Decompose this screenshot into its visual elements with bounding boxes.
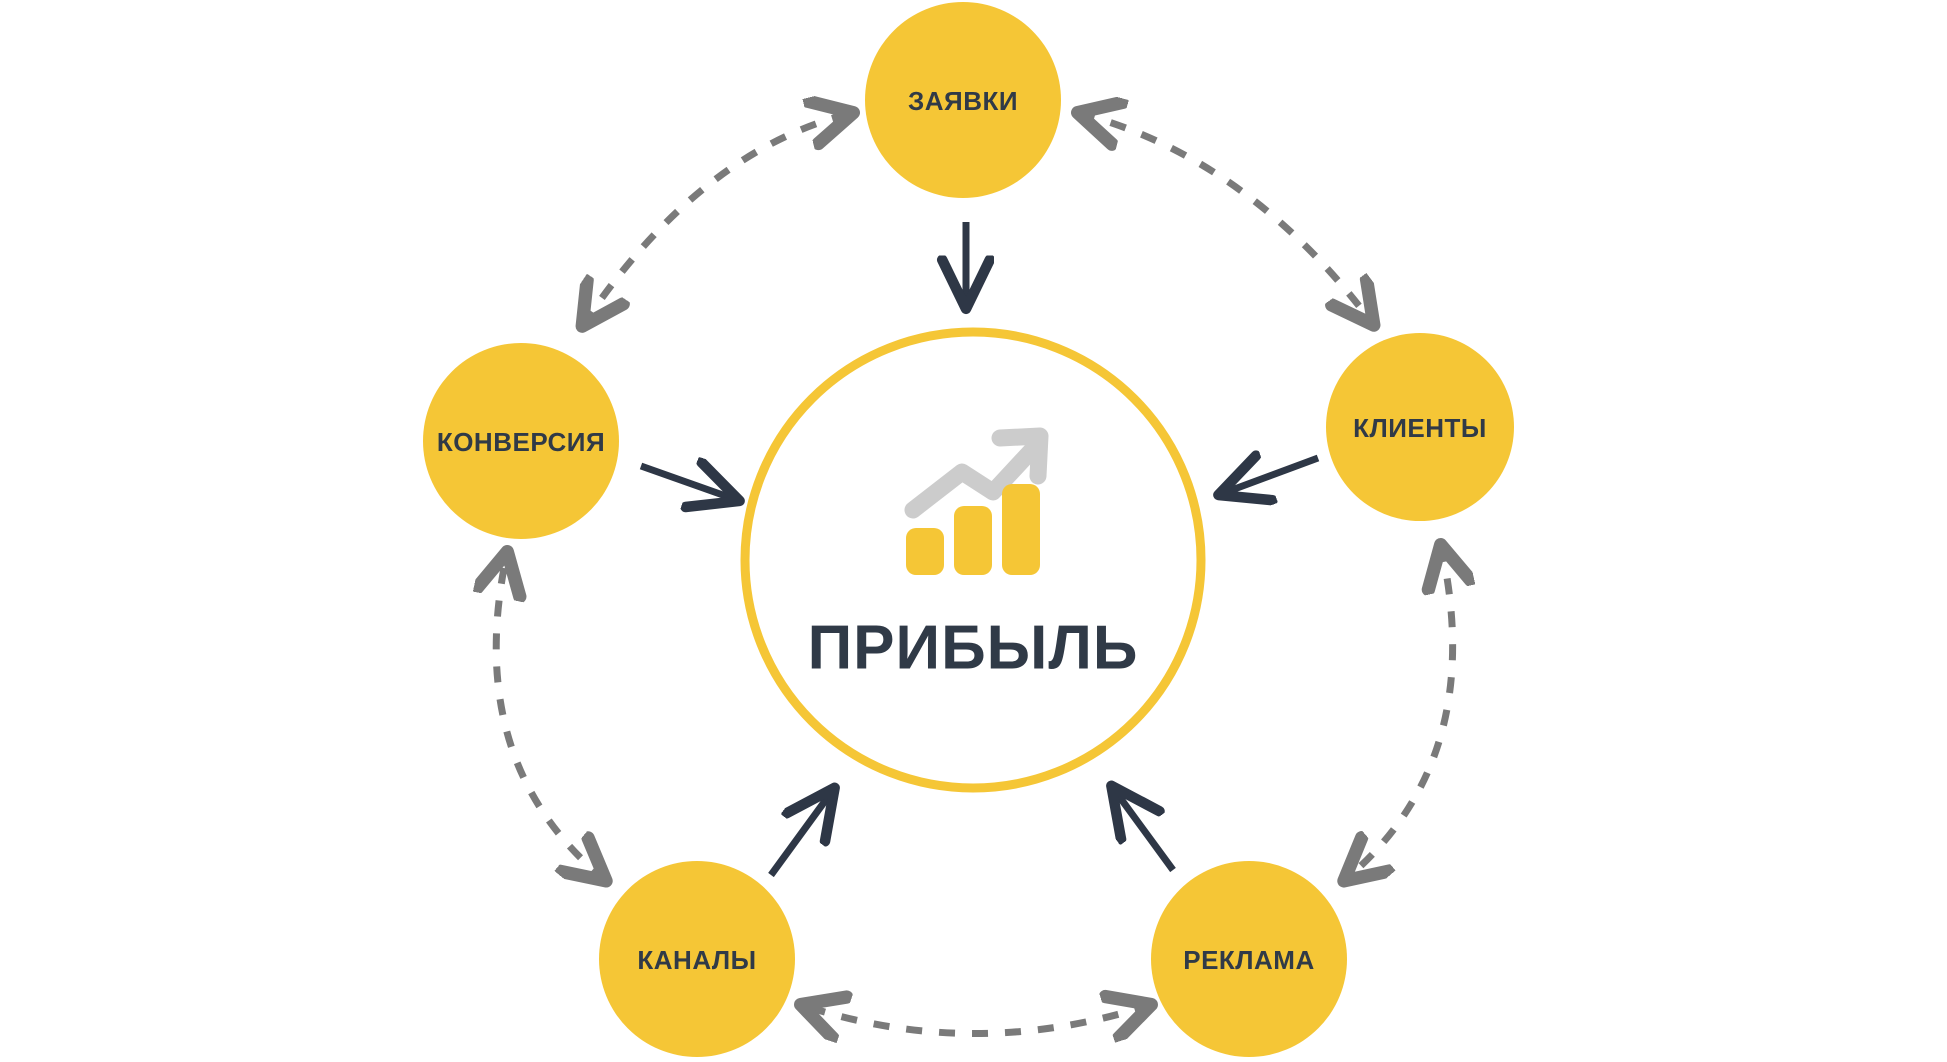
node-circle-klienty	[1326, 333, 1514, 521]
node-reklama[interactable]: РЕКЛАМА	[1151, 861, 1347, 1057]
dashed-edge-klienty-reklama	[1345, 546, 1453, 880]
node-zayavki[interactable]: ЗАЯВКИ	[865, 2, 1061, 198]
node-label-reklama: РЕКЛАМА	[1183, 945, 1315, 975]
node-label-klienty: КЛИЕНТЫ	[1353, 413, 1487, 443]
node-label-konversiya: КОНВЕРСИЯ	[437, 427, 605, 457]
center-label: ПРИБЫЛЬ	[808, 614, 1139, 683]
solid-arrow-konversiya-to-center	[639, 466, 737, 500]
dashed-edge-layer	[496, 113, 1452, 1034]
solid-arrow-reklama-to-center	[1113, 788, 1176, 873]
dashed-edge-zayavki-klienty	[1079, 113, 1373, 324]
node-circle-zayavki	[865, 2, 1061, 198]
node-klienty[interactable]: КЛИЕНТЫ	[1326, 333, 1514, 521]
node-circle-konversiya	[423, 343, 619, 539]
node-kanaly[interactable]: КАНАЛЫ	[599, 861, 795, 1057]
center-node[interactable]: ПРИБЫЛЬ	[740, 327, 1206, 793]
node-label-kanaly: КАНАЛЫ	[637, 945, 756, 975]
node-konversiya[interactable]: КОНВЕРСИЯ	[423, 343, 619, 539]
node-circle-kanaly	[599, 861, 795, 1057]
growth-bar-chart-icon	[904, 427, 1049, 575]
solid-arrow-klienty-to-center	[1221, 458, 1320, 494]
solid-arrow-kanaly-to-center	[768, 790, 833, 878]
dashed-edge-reklama-kanaly	[802, 1005, 1150, 1034]
dashed-edge-kanaly-konversiya	[496, 553, 605, 880]
solid-edge-layer	[639, 222, 1320, 878]
node-circle-reklama	[1151, 861, 1347, 1057]
dashed-edge-konversiya-zayavki	[583, 113, 852, 325]
node-label-zayavki: ЗАЯВКИ	[908, 86, 1018, 116]
